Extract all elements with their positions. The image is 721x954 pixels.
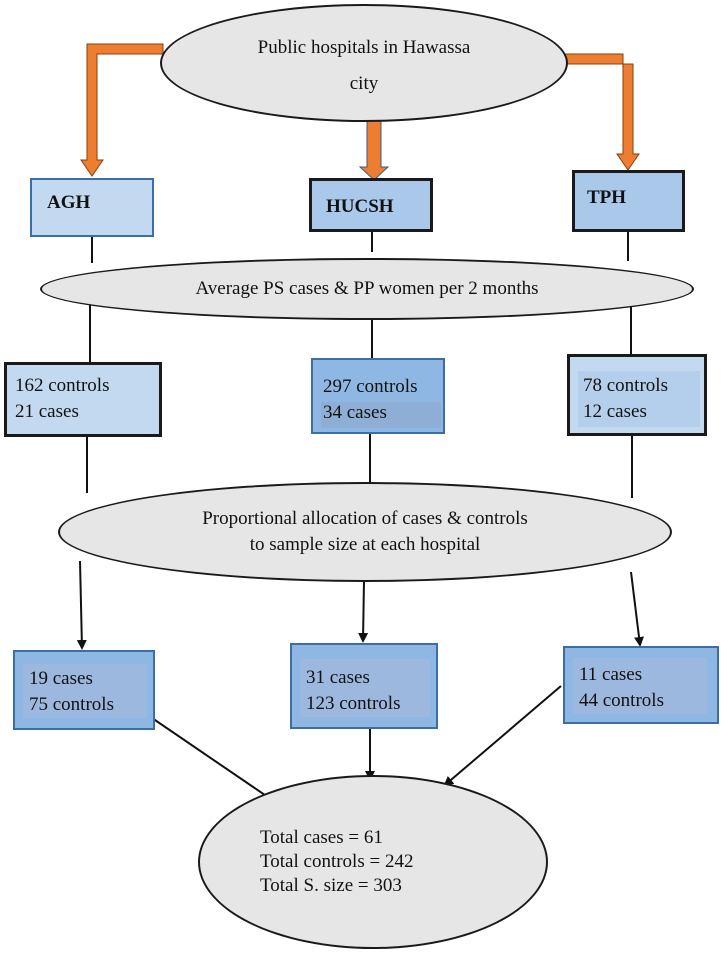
population-controls: 297 controls bbox=[323, 376, 418, 397]
sample-controls: 75 controls bbox=[29, 694, 114, 715]
sample-box-agh: 19 cases 75 controls bbox=[13, 650, 155, 730]
sample-cases: 11 cases bbox=[579, 664, 643, 685]
hospital-box-agh: AGH bbox=[30, 178, 154, 237]
sample-box-tph: 11 cases 44 controls bbox=[563, 646, 719, 724]
population-controls: 162 controls bbox=[15, 375, 110, 396]
total-sample-size: Total S. size = 303 bbox=[260, 875, 402, 896]
sample-cases: 31 cases bbox=[306, 667, 370, 688]
hospital-name: HUCSH bbox=[326, 196, 394, 217]
average-ellipse: Average PS cases & PP women per 2 months bbox=[40, 258, 694, 320]
allocation-ellipse: Proportional allocation of cases & contr… bbox=[58, 482, 672, 582]
population-cases: 12 cases bbox=[583, 401, 647, 422]
top-ellipse-line2: city bbox=[349, 73, 379, 94]
population-box-hucsh: 297 controls 34 cases bbox=[311, 358, 445, 434]
population-controls: 78 controls bbox=[583, 375, 668, 396]
connector-lines bbox=[76, 231, 644, 808]
top-ellipse: Public hospitals in Hawassa city bbox=[160, 4, 568, 122]
sample-box-hucsh: 31 cases 123 controls bbox=[290, 643, 438, 729]
total-controls: Total controls = 242 bbox=[260, 851, 414, 872]
population-cases: 21 cases bbox=[15, 401, 79, 422]
sample-controls: 44 controls bbox=[579, 690, 664, 711]
sample-controls: 123 controls bbox=[306, 693, 401, 714]
sample-highlight bbox=[300, 659, 430, 717]
allocation-line1: Proportional allocation of cases & contr… bbox=[202, 508, 528, 529]
orange-arrow-left bbox=[80, 43, 164, 177]
allocation-line2: to sample size at each hospital bbox=[249, 534, 481, 555]
total-cases: Total cases = 61 bbox=[260, 827, 383, 848]
sample-cases: 19 cases bbox=[29, 668, 93, 689]
hospital-box-tph: TPH bbox=[572, 170, 685, 232]
population-box-agh: 162 controls 21 cases bbox=[4, 362, 162, 437]
orange-arrow-right bbox=[562, 53, 640, 171]
sample-highlight bbox=[573, 658, 707, 714]
population-highlight bbox=[578, 371, 700, 427]
population-cases: 34 cases bbox=[323, 402, 387, 423]
total-ellipse: Total cases = 61 Total controls = 242 To… bbox=[198, 775, 548, 949]
hospital-name: AGH bbox=[47, 192, 91, 213]
population-highlight bbox=[321, 402, 441, 428]
hospital-name: TPH bbox=[587, 187, 627, 208]
top-ellipse-line1: Public hospitals in Hawassa bbox=[257, 37, 471, 58]
population-box-tph: 78 controls 12 cases bbox=[567, 354, 707, 436]
orange-arrow-center bbox=[358, 113, 390, 181]
average-label: Average PS cases & PP women per 2 months bbox=[195, 278, 539, 299]
sample-highlight bbox=[23, 664, 147, 718]
hospital-box-hucsh: HUCSH bbox=[309, 178, 433, 232]
